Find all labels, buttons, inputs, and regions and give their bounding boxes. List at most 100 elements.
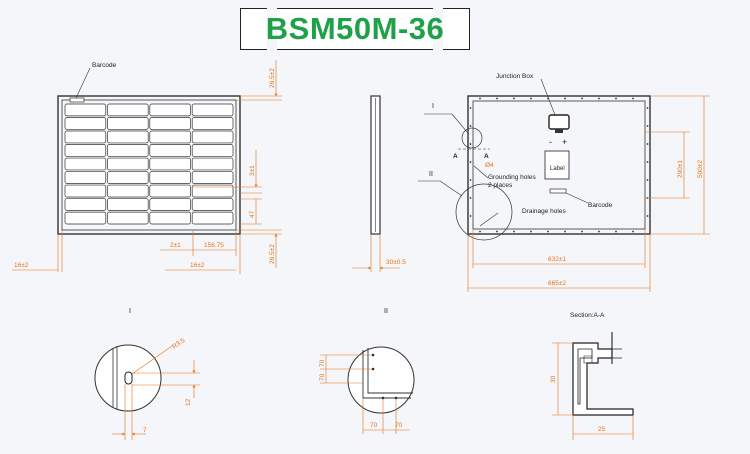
- frame-hole: [469, 215, 472, 217]
- dim-radius: R3.5: [171, 337, 187, 351]
- dim-section-30: 30: [550, 375, 557, 383]
- frame-hole: [646, 107, 649, 109]
- dim-detail-II-v1: 70: [319, 359, 326, 367]
- junction-box-label: Junction Box: [496, 73, 534, 80]
- solar-cell: [64, 103, 107, 117]
- frame-hole: [646, 215, 649, 217]
- plus-terminal-label: +: [562, 137, 567, 147]
- solar-cell: [107, 144, 149, 157]
- frame-hole: [469, 161, 472, 163]
- frame-hole: [615, 230, 617, 233]
- back-barcode-label: Barcode: [588, 202, 613, 209]
- solar-cell: [191, 211, 234, 225]
- solar-cell: [191, 171, 234, 184]
- frame-hole: [469, 107, 472, 109]
- label-sticker: [544, 150, 570, 180]
- solar-cell: [64, 144, 107, 157]
- dim-back-665: 665±2: [548, 280, 566, 287]
- detail-II-callout: II: [429, 171, 433, 178]
- solar-cell: [64, 130, 107, 144]
- frame-hole: [469, 179, 472, 181]
- solar-cell: [64, 211, 107, 225]
- frame-hole: [513, 230, 515, 233]
- back-barcode-sticker: [549, 188, 567, 194]
- frame-hole: [646, 161, 649, 163]
- solar-cell-grid: [64, 103, 234, 225]
- solar-cell: [149, 211, 191, 225]
- detail-II-view: II 70 70 70 70: [319, 308, 415, 434]
- frame-hole: [646, 125, 649, 127]
- dim-back-500: 500±2: [697, 160, 704, 178]
- dim-front-cell-gap: 3±1: [249, 165, 256, 176]
- solar-cell: [191, 144, 234, 157]
- dim-front-47: 47: [249, 210, 256, 218]
- frame-profile-outline: [572, 342, 634, 416]
- solar-cell: [107, 211, 149, 225]
- solar-cell: [107, 103, 149, 117]
- junction-box: [548, 114, 570, 130]
- solar-cell: [64, 157, 107, 171]
- frame-hole: [530, 97, 532, 100]
- frame-hole: [564, 97, 566, 100]
- junction-box-connector: [555, 129, 563, 133]
- frame-hole: [547, 230, 549, 233]
- model-title: BSM50M-36: [265, 11, 445, 46]
- solar-cell: [107, 130, 149, 144]
- section-A-right: A: [484, 153, 489, 160]
- frame-hole: [479, 97, 481, 100]
- frame-hole: [469, 197, 472, 199]
- frame-hole: [530, 230, 532, 233]
- hole-diameter: Ø4: [485, 162, 494, 169]
- dim-front-156: 156.75: [204, 242, 224, 249]
- solar-cell: [64, 117, 107, 130]
- dim-section-25: 25: [598, 426, 606, 433]
- frame-hole: [615, 97, 617, 100]
- frame-hole: [632, 230, 634, 233]
- solar-cell: [191, 198, 234, 211]
- title-box: BSM50M-36: [240, 6, 470, 54]
- solar-cell: [149, 117, 191, 130]
- frame-hole: [598, 230, 600, 233]
- solar-cell: [64, 184, 107, 198]
- detail-I-view: I R3.5 12 7: [94, 308, 200, 440]
- dim-detail-II-h2: 70: [395, 422, 403, 429]
- frame-hole: [564, 230, 566, 233]
- solar-cell: [107, 157, 149, 171]
- dim-front-2: 2±1: [170, 242, 181, 249]
- solar-cell: [107, 117, 149, 130]
- solar-cell: [149, 171, 191, 184]
- solar-cell: [191, 184, 234, 198]
- dim-detail-I-7: 7: [143, 427, 147, 434]
- frame-hole: [598, 97, 600, 100]
- frame-hole: [479, 230, 481, 233]
- detail-I-marker: [461, 127, 483, 149]
- barcode-leader: [75, 67, 91, 99]
- solar-cell: [149, 184, 191, 198]
- solar-cell: [191, 117, 234, 130]
- solar-cell: [149, 103, 191, 117]
- front-barcode-label: Barcode: [92, 62, 117, 69]
- section-AA-view: Section:A-A 30 25: [550, 312, 634, 440]
- detail-II-circle: [347, 346, 415, 414]
- frame-hole: [496, 230, 498, 233]
- back-frame-outer: [467, 95, 651, 235]
- dim-side-thickness: 30±0.5: [386, 259, 406, 266]
- solar-cell: [107, 171, 149, 184]
- solar-cell: [64, 198, 107, 211]
- dim-detail-II-h1: 70: [370, 422, 378, 429]
- front-frame-inner: [61, 99, 237, 231]
- frame-hole: [513, 97, 515, 100]
- section-A-left: A: [453, 153, 458, 160]
- frame-hole: [581, 97, 583, 100]
- solar-cell: [191, 103, 234, 117]
- solar-cell: [107, 198, 149, 211]
- dim-front-bottom-16: 16±2: [190, 262, 205, 269]
- solar-cell: [64, 171, 107, 184]
- solar-cell: [149, 144, 191, 157]
- label-sticker-text: Label: [550, 166, 565, 172]
- title-box-gap-right: [433, 6, 443, 54]
- frame-hole: [469, 143, 472, 145]
- frame-hole: [581, 230, 583, 233]
